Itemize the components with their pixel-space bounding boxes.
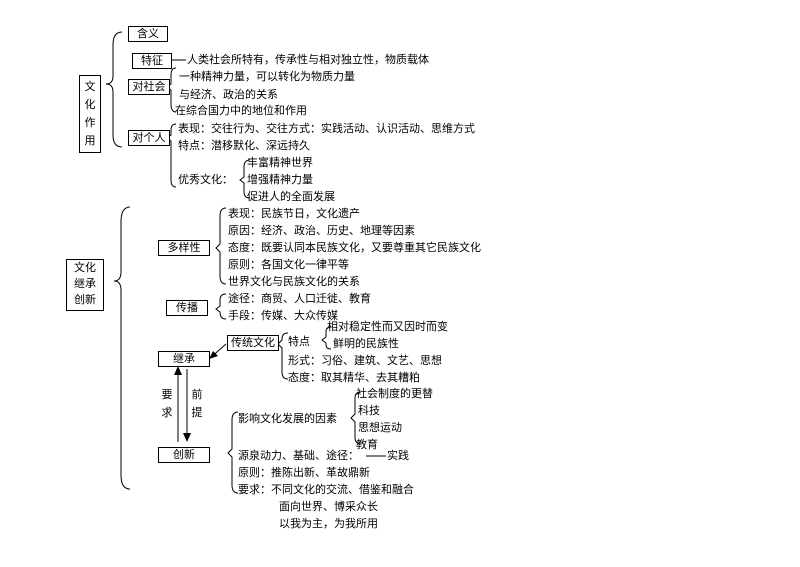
requirement-label-text: 要求	[161, 388, 173, 419]
inherit-box: 继承	[158, 351, 210, 367]
individual-item-2: 特点：潜移默化、深远持久	[178, 139, 310, 152]
culture-function-title: 文化作用	[79, 75, 101, 153]
society-item-2: 与经济、政治的关系	[179, 88, 278, 101]
source-label: 源泉动力、基础、途径：	[238, 449, 359, 462]
diversity-item-2: 原因：经济、政治、历史、地理等因素	[228, 224, 415, 237]
spread-item-2: 手段：传媒、大众传媒	[228, 309, 338, 322]
feature-box: 特征	[132, 53, 172, 69]
innovate-requirement-2: 面向世界、博采众长	[279, 500, 378, 513]
diversity-item-5: 世界文化与民族文化的关系	[228, 275, 360, 288]
traits-label: 特点	[288, 335, 310, 348]
individual-item-1: 表现：交往行为、交往方式：实践活动、认识活动、思维方式	[178, 122, 475, 135]
inherit-attitude: 态度：取其精华、去其糟粕	[288, 371, 420, 384]
spread-box: 传播	[166, 300, 208, 316]
diversity-box: 多样性	[158, 240, 210, 256]
society-item-1: 一种精神力量，可以转化为物质力量	[179, 70, 355, 83]
meaning-box: 含义	[128, 26, 168, 42]
inherit-innovate-title-text: 文化继承创新	[74, 261, 96, 306]
factors-label: 影响文化发展的因素	[238, 412, 337, 425]
diversity-item-1: 表现：民族节日，文化遗产	[228, 207, 360, 220]
innovate-requirement-1: 要求：不同文化的交流、借鉴和融合	[238, 483, 414, 496]
premise-label-text: 前提	[191, 388, 203, 419]
inherit-form: 形式：习俗、建筑、文艺、思想	[288, 354, 442, 367]
premise-label: 前提	[190, 386, 204, 422]
to-individual-box: 对个人	[128, 130, 170, 146]
innovate-requirement-3: 以我为主，为我所用	[279, 517, 378, 530]
innovate-principle: 原则：推陈出新、革故鼎新	[238, 466, 370, 479]
to-society-box: 对社会	[128, 79, 170, 95]
spread-item-1: 途径：商贸、人口迁徙、教育	[228, 292, 371, 305]
factor-1: 社会制度的更替	[356, 387, 433, 400]
inherit-innovate-title: 文化继承创新	[66, 259, 104, 311]
feature-description: 人类社会所特有，传承性与相对独立性，物质载体	[187, 53, 429, 66]
traditional-culture-box: 传统文化	[227, 335, 279, 351]
trait-2: 鲜明的民族性	[333, 337, 399, 350]
excellent-item-2: 增强精神力量	[247, 173, 313, 186]
culture-function-title-text: 文化作用	[84, 80, 96, 147]
factor-3: 思想运动	[358, 421, 402, 434]
excellent-item-3: 促进人的全面发展	[247, 190, 335, 203]
factor-4: 教育	[356, 438, 378, 451]
requirement-label: 要求	[160, 386, 174, 422]
excellent-culture-label: 优秀文化：	[178, 173, 233, 186]
diversity-item-4: 原则：各国文化一律平等	[228, 258, 349, 271]
excellent-item-1: 丰富精神世界	[247, 156, 313, 169]
trait-1: 相对稳定性而又因时而变	[327, 320, 448, 333]
factor-2: 科技	[358, 404, 380, 417]
diversity-item-3: 态度：既要认同本民族文化，又要尊重其它民族文化	[228, 241, 481, 254]
practice-label: 实践	[387, 449, 409, 462]
innovate-box: 创新	[158, 447, 210, 463]
society-item-3: 在综合国力中的地位和作用	[175, 104, 307, 117]
